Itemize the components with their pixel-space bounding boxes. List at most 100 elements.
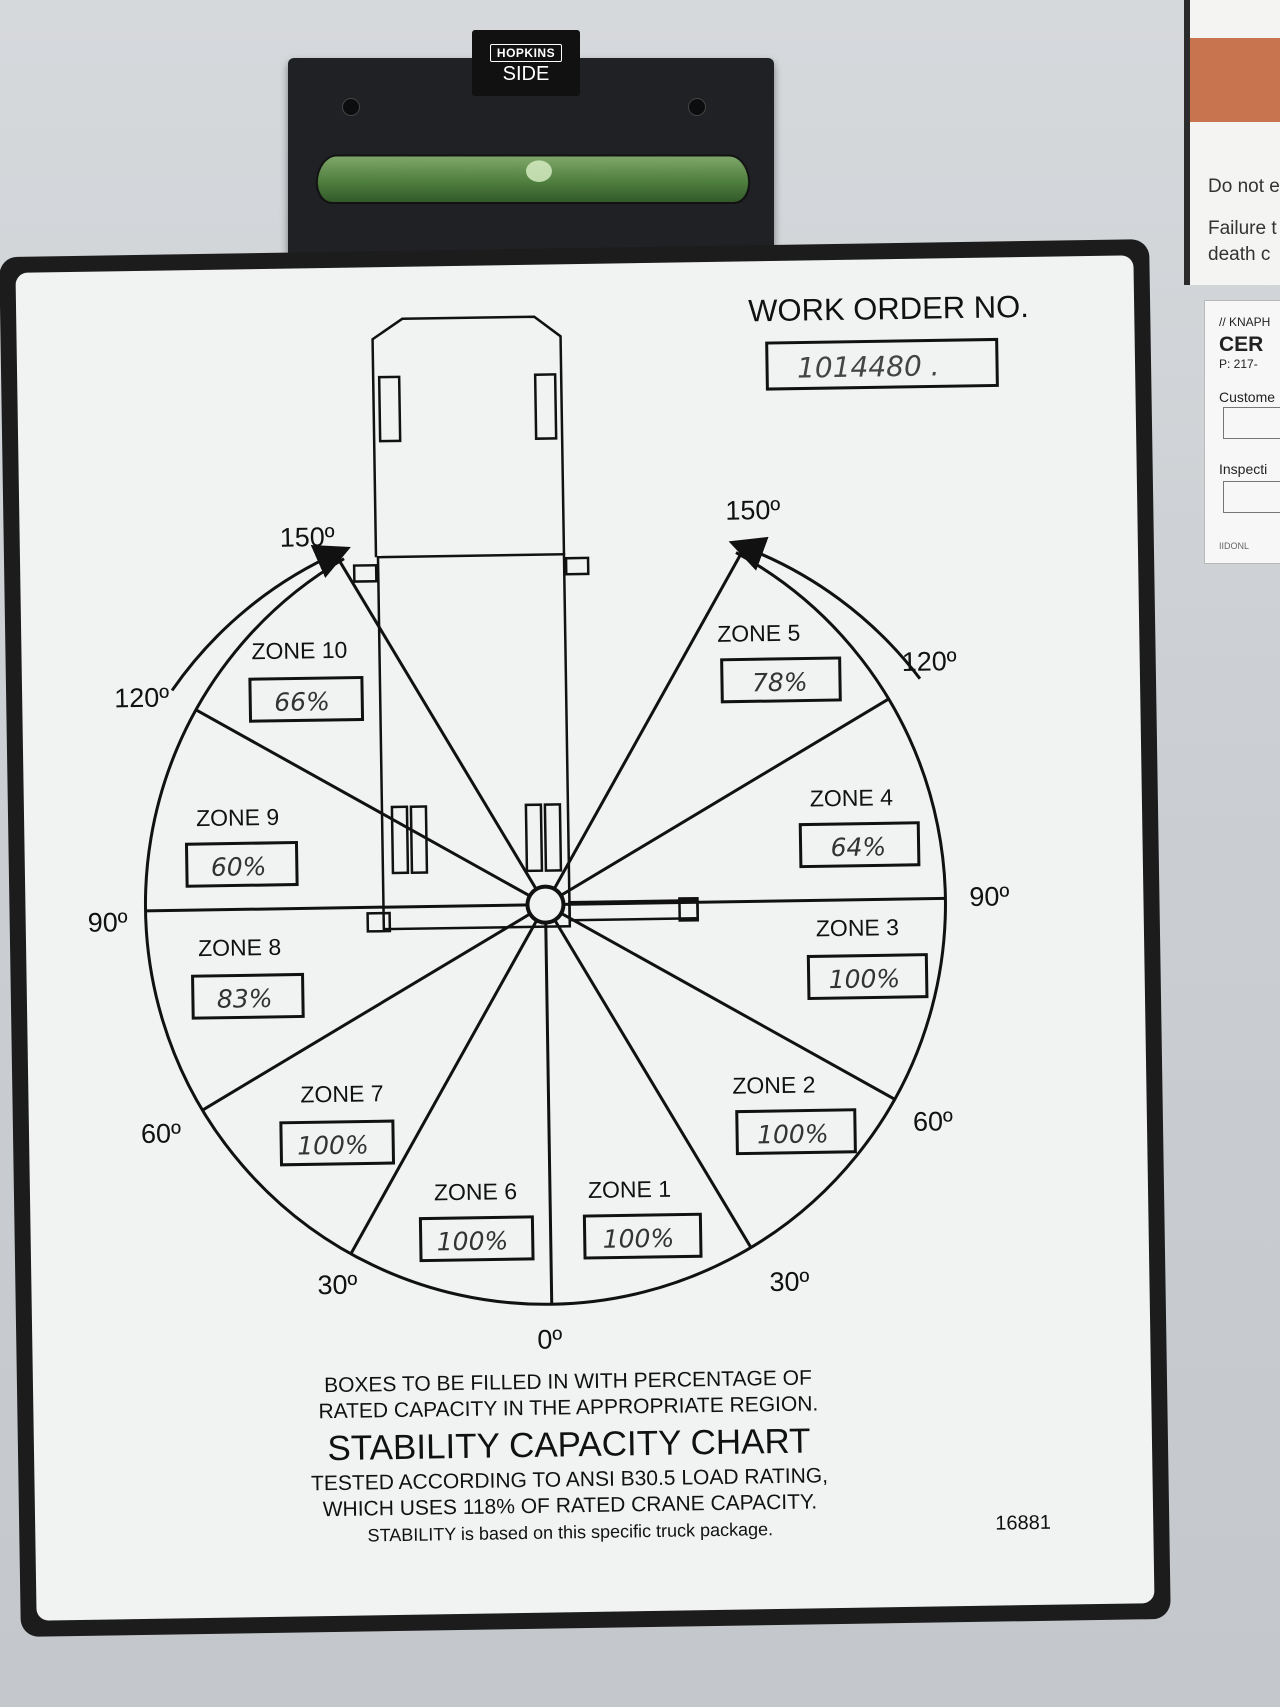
angle-right-90: 90º [969, 881, 1009, 912]
angle-right-150: 150º [725, 495, 781, 526]
zone-6-label: ZONE 6 [434, 1178, 517, 1205]
zone-3-box [806, 953, 929, 1001]
crane-pivot-icon [525, 884, 566, 925]
chart-footer: BOXES TO BE FILLED IN WITH PERCENTAGE OF… [311, 1366, 828, 1545]
zone-7-box [279, 1119, 396, 1167]
zone-9-label: ZONE 9 [196, 804, 279, 831]
angle-left-90: 90º [87, 907, 127, 938]
screw-icon [342, 98, 360, 116]
brand-name: HOPKINS [489, 44, 563, 62]
work-order-box [765, 337, 999, 391]
cert-header: // KNAPH [1219, 315, 1271, 329]
zone-dividers [145, 554, 946, 1305]
angle-right-60: 60º [913, 1106, 953, 1137]
angle-left-60: 60º [141, 1118, 181, 1149]
customer-field [1223, 407, 1280, 439]
angle-0: 0º [537, 1324, 562, 1354]
zone-10-label: ZONE 10 [251, 637, 347, 665]
zone-1-label: ZONE 1 [588, 1176, 671, 1203]
zone-9-box [184, 840, 299, 888]
zone-5-label: ZONE 5 [717, 620, 800, 647]
divider-0 [543, 904, 554, 1305]
zone-2-value: 100% [757, 1119, 829, 1149]
wheel-left-b [409, 805, 429, 874]
mirror-right [564, 556, 590, 576]
zone-1-box [582, 1212, 703, 1260]
angle-labels: 0º 30º 60º 90º 120º 150º 30º 60º 90º 120… [87, 495, 1009, 1355]
level-vial [313, 154, 753, 205]
customer-label: Custome [1219, 389, 1276, 405]
side-label: SIDE [502, 63, 550, 85]
chart-title: STABILITY CAPACITY CHART [327, 1422, 811, 1469]
stability-chart-plate: WORK ORDER NO. 1014480 . [0, 239, 1171, 1637]
zone-1-value: 100% [603, 1224, 675, 1254]
angle-right-120: 120º [901, 646, 957, 677]
zone-5-value: 78% [752, 667, 808, 697]
zone-3-value: 100% [828, 964, 900, 994]
warning-line-3: death c [1208, 244, 1271, 265]
zone-6-box [418, 1215, 535, 1263]
inspection-field [1223, 481, 1280, 513]
zone-4-value: 64% [830, 832, 886, 862]
zone-9-value: 60% [211, 852, 267, 882]
warning-line-2: Failure t [1208, 218, 1277, 239]
level-bubble [525, 160, 553, 182]
divider-left-150 [338, 561, 547, 906]
zone-4-label: ZONE 4 [810, 784, 894, 811]
truck-outline [352, 315, 700, 933]
angle-left-30: 30º [317, 1270, 357, 1301]
work-order-label: WORK ORDER NO. [748, 289, 1029, 328]
wheel-right-a [524, 803, 544, 873]
zone-labels: ZONE 1 100% ZONE 2 100% ZONE 3 100% ZONE… [184, 620, 929, 1263]
arrow-right-150-icon [728, 536, 922, 680]
zone-7-value: 100% [297, 1130, 369, 1160]
zone-7-label: ZONE 7 [300, 1080, 383, 1107]
cert-footer: IIDONL [1219, 541, 1250, 551]
divider-left-30 [349, 903, 547, 1255]
angle-left-150: 150º [279, 522, 335, 553]
brand-tag: HOPKINS SIDE [472, 30, 580, 96]
divider-right-60 [544, 903, 896, 1101]
zone-2-label: ZONE 2 [732, 1071, 815, 1098]
mirror-left [352, 563, 378, 583]
divider-right-30 [544, 903, 753, 1249]
divider-right-120 [544, 697, 890, 906]
inspection-label: Inspecti [1219, 461, 1268, 477]
certification-card: // KNAPH CER P: 217- Custome Inspecti II… [1204, 300, 1280, 564]
chart-face: WORK ORDER NO. 1014480 . [15, 255, 1155, 1621]
instructions-line-1: BOXES TO BE FILLED IN WITH PERCENTAGE OF [324, 1366, 812, 1397]
screw-icon [688, 98, 706, 116]
zone-4-box [798, 821, 921, 869]
cert-phone: P: 217- [1219, 357, 1258, 371]
zone-10-value: 66% [274, 687, 330, 717]
part-number: 16881 [995, 1512, 1051, 1535]
truck-bed [376, 553, 572, 931]
warning-line-1: Do not e [1208, 176, 1280, 197]
zone-8-label: ZONE 8 [198, 934, 281, 961]
warning-color-band [1190, 38, 1280, 122]
zone-6-value: 100% [437, 1226, 509, 1256]
instructions-line-2: RATED CAPACITY IN THE APPROPRIATE REGION… [318, 1392, 818, 1423]
cab-window-right [533, 373, 558, 440]
outrigger-pad-right [678, 896, 700, 922]
zone-8-value: 83% [217, 984, 273, 1014]
zone-8-box [191, 972, 305, 1020]
tested-line-2: WHICH USES 118% OF RATED CRANE CAPACITY. [323, 1490, 818, 1521]
cab-window-left [377, 375, 402, 443]
zone-10-box [248, 675, 365, 723]
divider-right-150 [544, 554, 742, 906]
cert-title: CER [1219, 333, 1264, 356]
divider-left-60 [201, 903, 547, 1112]
angle-right-30: 30º [769, 1267, 809, 1298]
zone-3-label: ZONE 3 [816, 914, 899, 941]
wheel-right-b [543, 803, 563, 872]
stability-note: STABILITY is based on this specific truc… [367, 1519, 773, 1545]
zone-2-box [735, 1108, 857, 1156]
work-order-number: 1014480 . [797, 349, 940, 384]
truck-cab [371, 315, 566, 558]
outrigger-pad-left [366, 911, 392, 933]
divider-left-120 [195, 708, 547, 906]
zone-5-box [720, 656, 842, 704]
stability-diagram: WORK ORDER NO. 1014480 . [87, 289, 1051, 1546]
arrow-left-150-icon [170, 545, 351, 692]
